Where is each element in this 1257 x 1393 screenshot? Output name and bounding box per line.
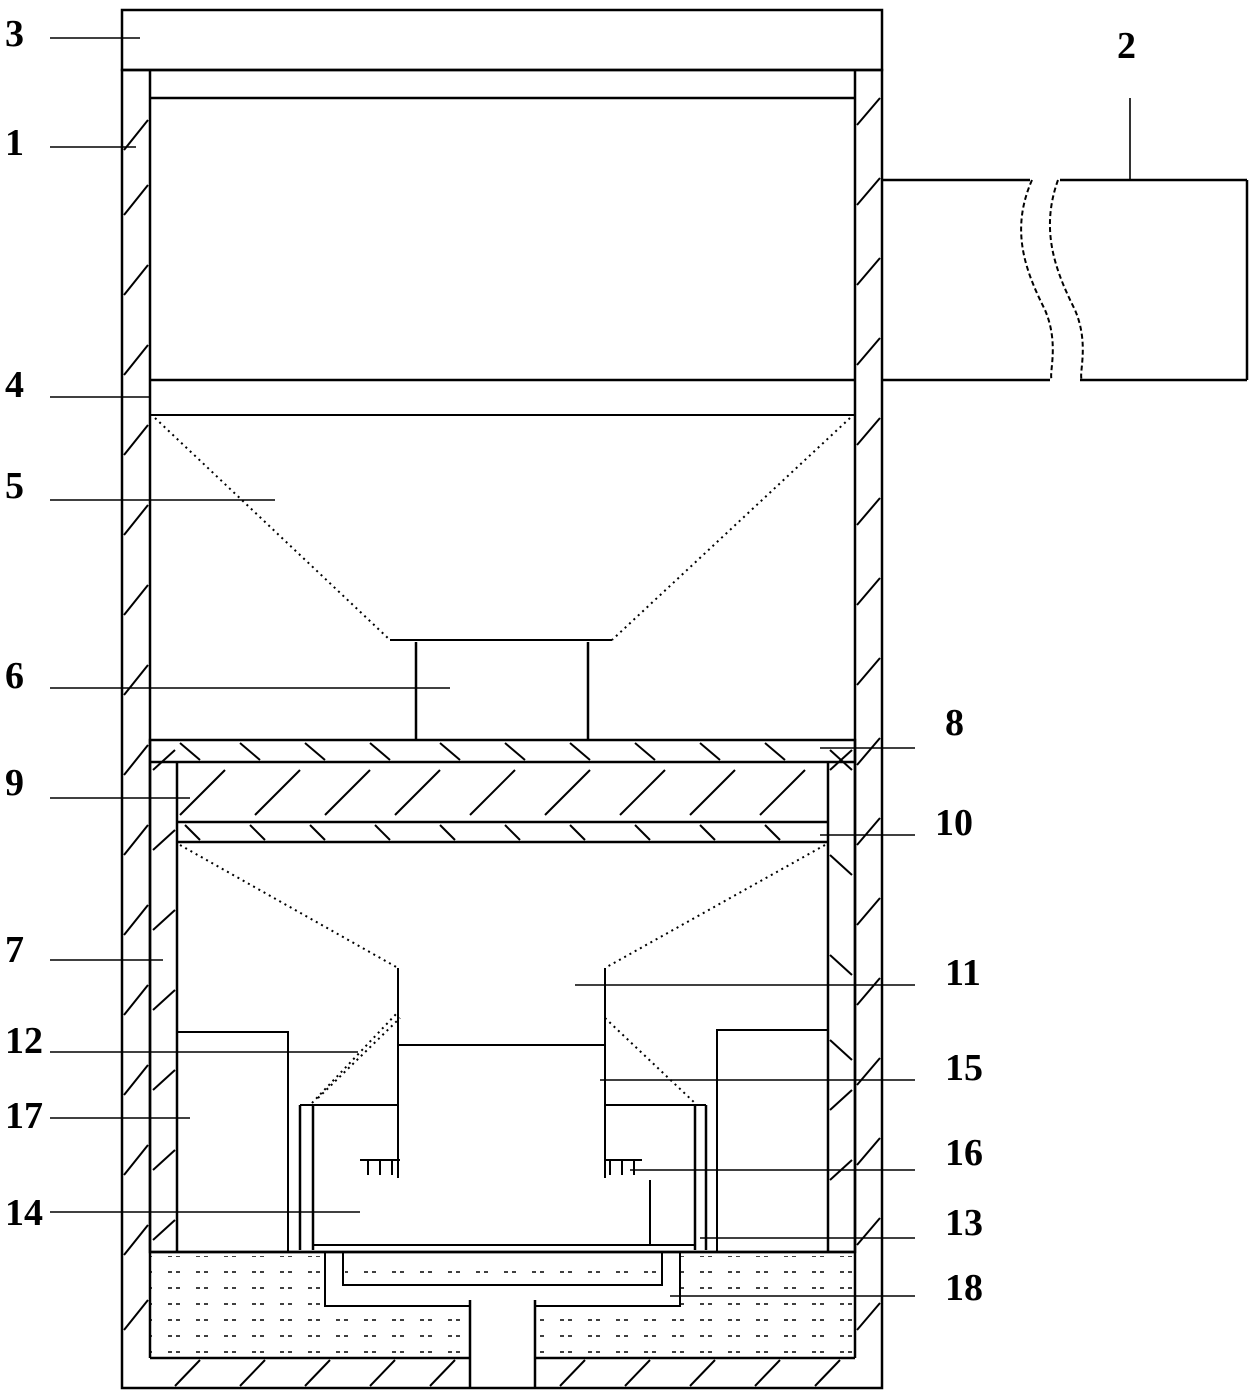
label-1: 1 (5, 122, 24, 164)
left-wall-hatching (123, 119, 149, 1331)
label-5: 5 (5, 465, 24, 507)
label-17: 17 (5, 1095, 43, 1137)
label-11: 11 (945, 952, 981, 994)
label-9: 9 (5, 762, 24, 804)
label-10: 10 (935, 802, 973, 844)
lower-funnel (179, 844, 826, 1178)
filter-layer (177, 769, 828, 824)
label-12: 12 (5, 1020, 43, 1062)
upper-funnel (154, 417, 851, 641)
water-tank (150, 1250, 855, 1356)
label-3: 3 (5, 13, 24, 55)
outer-housing (120, 68, 884, 1390)
nozzles (360, 1159, 651, 1245)
label-13: 13 (945, 1202, 983, 1244)
top-cover-layer (150, 742, 855, 764)
inclined-plates (311, 1011, 698, 1106)
inner-wall-hatching (152, 749, 853, 1241)
bottom-wall-hatching (174, 1359, 841, 1387)
bottom-cover-layer (177, 824, 828, 844)
leader-lines (50, 37, 1131, 1297)
side-chambers (177, 1029, 828, 1252)
label-15: 15 (945, 1047, 983, 1089)
inner-container (148, 738, 857, 1254)
label-16: 16 (945, 1132, 983, 1174)
label-18: 18 (945, 1267, 983, 1309)
funnel-neck (414, 642, 590, 740)
label-7: 7 (5, 929, 24, 971)
right-wall-hatching (856, 97, 881, 1331)
label-14: 14 (5, 1192, 43, 1234)
label-6: 6 (5, 655, 24, 697)
label-4: 4 (5, 364, 24, 406)
inlet-pipe (882, 178, 1249, 382)
part-labels: 3 1 2 4 5 6 8 9 10 7 11 12 15 17 16 14 1… (5, 13, 1136, 1309)
label-2: 2 (1117, 25, 1136, 67)
label-8: 8 (945, 702, 964, 744)
settling-box (298, 1104, 708, 1250)
lid (120, 8, 884, 72)
